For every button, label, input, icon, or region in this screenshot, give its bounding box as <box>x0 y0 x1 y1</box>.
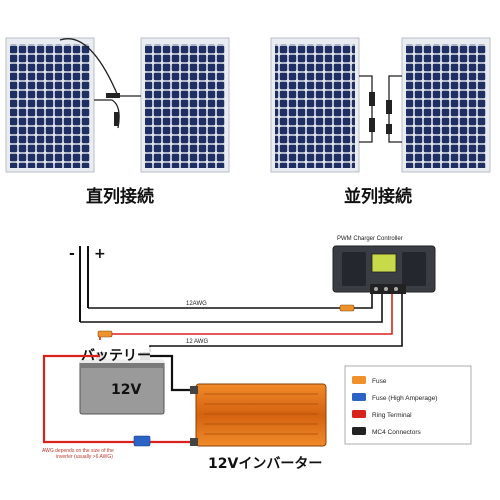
battery-voltage: 12V <box>111 382 141 398</box>
battery-fuse <box>97 330 113 338</box>
legend-label: Ring Terminal <box>372 412 412 419</box>
series-mc4-connectors <box>59 38 141 129</box>
controller-title: PWM Charger Controller <box>337 236 403 242</box>
legend-label: Fuse <box>372 378 387 385</box>
pv-fuse <box>339 304 355 312</box>
legend-swatch <box>352 410 366 418</box>
controller-screen <box>371 253 397 273</box>
parallel-connection-label: 並列接続 <box>344 186 412 207</box>
awg-note-line1: AWG depends on the size of the <box>42 448 114 454</box>
legend-swatch <box>352 393 366 401</box>
legend-swatch <box>352 376 366 384</box>
wire-gauge-top: 12AWG <box>186 301 207 307</box>
battery-positive-wire <box>99 292 393 340</box>
high-amperage-fuse <box>133 435 151 447</box>
battery-label: バッテリー <box>81 348 151 364</box>
pv-negative-wire <box>80 292 383 323</box>
panel-series-left <box>5 37 95 173</box>
inverter-label: 12Vインバーター <box>208 456 322 472</box>
series-connection-label: 直列接続 <box>86 186 154 207</box>
minus-sign: - <box>69 246 75 262</box>
inverter-positive-wire <box>42 354 196 444</box>
legend-label: Fuse (High Amperage) <box>372 395 437 402</box>
panel-parallel-right <box>401 37 491 173</box>
wire-gauge-bottom: 12 AWG <box>186 339 208 345</box>
parallel-mc4-connectors <box>359 75 402 143</box>
legend-swatch <box>352 427 366 435</box>
plus-sign: + <box>94 246 106 262</box>
panel-parallel-left <box>270 37 360 173</box>
charge-controller: PWM Charger Controller <box>332 236 436 294</box>
legend-label: MC4 Connectors <box>372 429 422 436</box>
panel-series-right <box>140 37 230 173</box>
inverter <box>190 383 327 447</box>
pv-positive-wire <box>88 292 373 309</box>
awg-note-line2: inverter (usually >6 AWG) <box>56 454 113 460</box>
inverter-negative-wire <box>150 354 196 392</box>
